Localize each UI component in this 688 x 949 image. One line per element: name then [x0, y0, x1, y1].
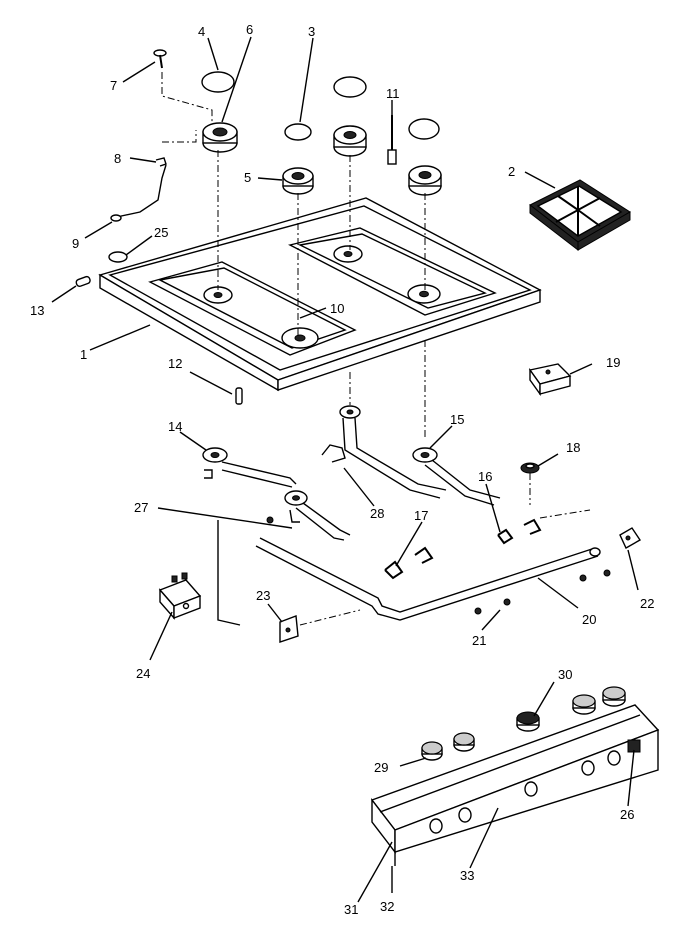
callout-25: 25	[154, 225, 168, 240]
burner-cap-3	[284, 123, 312, 141]
callout-11: 11	[386, 86, 400, 101]
burner-head-5	[282, 167, 314, 195]
callout-16: 16	[478, 469, 492, 484]
orifice-18	[520, 462, 540, 474]
leader-lines	[51, 36, 639, 903]
burner-cap-4	[201, 71, 235, 93]
burner-caps	[201, 71, 440, 141]
callout-15: 15	[450, 412, 464, 427]
burner-head-center	[333, 125, 367, 157]
callout-7: 7	[110, 78, 117, 93]
bracket-23	[279, 615, 299, 643]
callout-2: 2	[508, 164, 515, 179]
pin-12	[235, 387, 243, 405]
callout-9: 9	[72, 236, 79, 251]
callout-30: 30	[558, 667, 572, 682]
callout-33: 33	[460, 868, 474, 883]
callout-17: 17	[414, 508, 428, 523]
callout-28: 28	[370, 506, 384, 521]
burner-tube-28	[321, 405, 447, 499]
callout-29: 29	[374, 760, 388, 775]
ignitor-module-24	[158, 572, 202, 620]
wire-27	[217, 520, 241, 626]
spring-25	[108, 251, 128, 263]
ignitor-wire-9	[110, 164, 167, 222]
callout-32: 32	[380, 899, 394, 914]
bracket-22	[619, 527, 641, 549]
callout-24: 24	[136, 666, 150, 681]
callout-12: 12	[168, 356, 182, 371]
callout-labels: 1 2 3 4 5 6 7 8 9 10 11 12 13 14 15 16 1…	[30, 22, 654, 917]
callout-22: 22	[640, 596, 654, 611]
callout-4: 4	[198, 24, 205, 39]
burner-head-6	[202, 122, 238, 153]
callout-5: 5	[244, 170, 251, 185]
grate	[529, 179, 631, 252]
callout-13: 13	[30, 303, 44, 318]
callout-26: 26	[620, 807, 634, 822]
control-knobs	[421, 686, 626, 761]
valve-16	[497, 518, 542, 545]
callout-6: 6	[246, 22, 253, 37]
callout-19: 19	[606, 355, 620, 370]
callout-20: 20	[582, 612, 596, 627]
electrode-11	[387, 115, 397, 165]
callout-14: 14	[168, 419, 182, 434]
terminal-block-19	[528, 363, 572, 397]
callout-10: 10	[330, 301, 344, 316]
screw-7	[153, 49, 167, 69]
burner-cap-right	[408, 118, 440, 140]
callout-21: 21	[472, 633, 486, 648]
valve-17	[384, 546, 434, 580]
callout-23: 23	[256, 588, 270, 603]
burner-tube-front	[284, 490, 351, 541]
burner-head-right	[408, 165, 442, 196]
control-panel	[370, 704, 660, 866]
callout-27: 27	[134, 500, 148, 515]
bumper-13	[75, 275, 91, 288]
callout-18: 18	[566, 440, 580, 455]
manifold-20	[255, 537, 601, 621]
screws-21	[266, 516, 611, 615]
burner-tube-14	[202, 447, 297, 488]
clip-8	[155, 157, 167, 167]
burner-heads	[202, 122, 442, 196]
callout-1: 1	[80, 347, 87, 362]
cooktop	[98, 197, 542, 392]
callout-3: 3	[308, 24, 315, 39]
burner-cap-large	[333, 76, 367, 98]
callout-8: 8	[114, 151, 121, 166]
callout-31: 31	[344, 902, 358, 917]
